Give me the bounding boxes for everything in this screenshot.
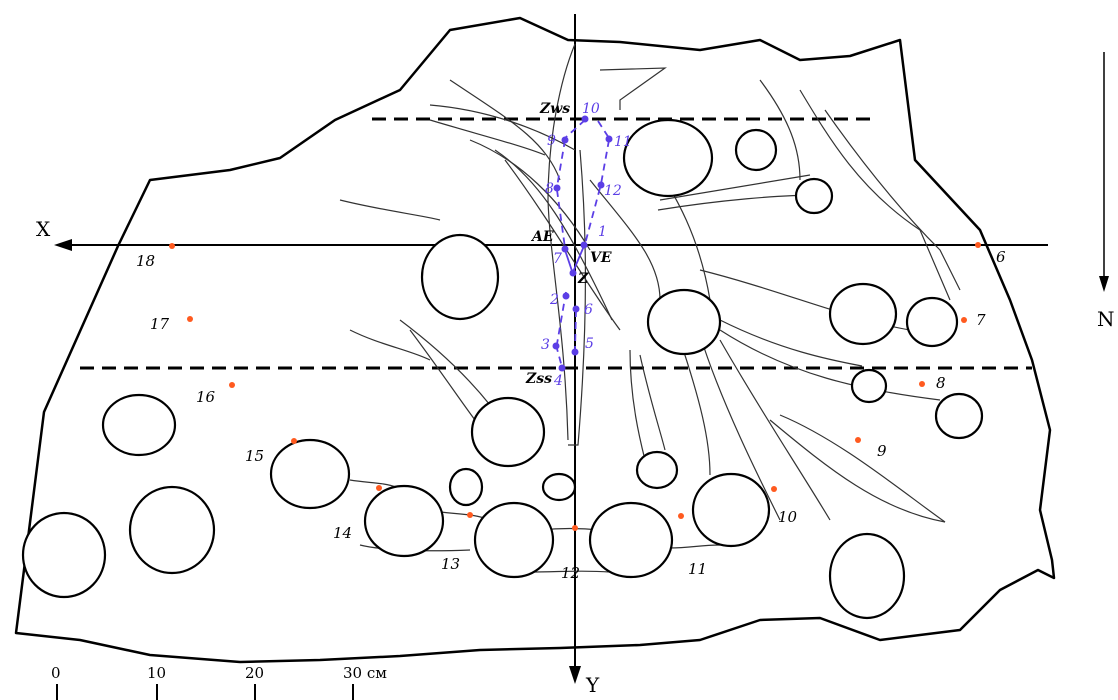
ve-label: VE: [590, 250, 612, 266]
center-number-labels: 1 2 3 4 5 6 7 8 9 10 11 12: [541, 101, 632, 389]
cup-mark: [646, 288, 722, 356]
x-axis-arrow: [54, 239, 72, 251]
center-point: [558, 364, 566, 372]
north-arrow-head: [1099, 276, 1109, 292]
perimeter-num-label: 8: [936, 374, 946, 392]
perimeter-num-label: 7: [976, 311, 986, 329]
center-num-label: 12: [604, 183, 622, 199]
center-num-label: 4: [553, 373, 563, 389]
cup-marks: [21, 118, 984, 620]
z-label: Z: [577, 271, 589, 287]
center-num-label: 8: [545, 181, 554, 197]
perimeter-num-label: 13: [441, 555, 460, 573]
cup-mark: [934, 392, 984, 440]
center-point: [581, 115, 589, 123]
cup-mark: [470, 396, 546, 468]
perimeter-point: [376, 485, 382, 491]
cup-mark: [363, 484, 445, 558]
cup-mark: [448, 467, 484, 507]
cup-mark: [128, 485, 216, 575]
perimeter-point: [291, 438, 297, 444]
scale-bar: [56, 684, 354, 700]
center-point: [597, 181, 605, 189]
perimeter-num-label: 18: [136, 252, 155, 270]
cup-mark: [101, 393, 177, 457]
perimeter-point: [975, 242, 981, 248]
cup-mark: [828, 532, 906, 620]
perimeter-num-label: 11: [688, 560, 707, 578]
perimeter-num-label: 15: [245, 447, 264, 465]
scale-label: 10: [147, 664, 166, 682]
perimeter-point: [961, 317, 967, 323]
cup-mark: [734, 128, 778, 172]
perimeter-point: [467, 512, 473, 518]
perimeter-point: [572, 525, 578, 531]
cup-mark: [635, 450, 679, 490]
center-point: [571, 348, 579, 356]
perimeter-num-label: 12: [561, 564, 580, 582]
stone-outline: [14, 16, 1056, 664]
zws-label: Zws: [539, 101, 570, 117]
perimeter-point: [771, 486, 777, 492]
perimeter-num-label: 9: [877, 442, 887, 460]
perimeter-point: [169, 243, 175, 249]
center-num-label: 3: [541, 337, 550, 353]
cup-mark: [541, 472, 577, 502]
y-axis-label: Y: [585, 673, 600, 697]
perimeter-num-label: 6: [996, 248, 1006, 266]
cup-mark: [850, 368, 888, 404]
center-point: [605, 135, 613, 143]
cup-mark: [622, 118, 714, 198]
center-point: [562, 292, 570, 300]
x-axis-label: X: [36, 217, 51, 241]
center-num-label: 2: [549, 292, 559, 308]
center-point: [569, 269, 577, 277]
cup-mark: [691, 472, 771, 548]
cup-mark: [21, 511, 107, 599]
center-num-label: 1: [598, 224, 607, 240]
perimeter-num-label: 14: [333, 524, 352, 542]
scale-label: 20: [245, 664, 264, 682]
perimeter-points: [169, 242, 981, 531]
scale-label: 0: [51, 664, 61, 682]
perimeter-point: [678, 513, 684, 519]
perimeter-num-label: 17: [150, 315, 170, 333]
center-points: [552, 115, 613, 372]
center-num-label: 9: [547, 133, 556, 149]
perimeter-point: [187, 316, 193, 322]
perimeter-point: [855, 437, 861, 443]
perimeter-num-label: 16: [196, 388, 216, 406]
cup-mark: [905, 296, 959, 348]
north-label: N: [1097, 307, 1115, 331]
perimeter-point: [229, 382, 235, 388]
center-num-label: 6: [584, 302, 593, 318]
center-num-label: 10: [582, 101, 600, 117]
center-point: [580, 241, 588, 249]
perimeter-number-labels: 6 7 8 9 10 11 12 13 14 15 16 17 18: [136, 248, 1006, 582]
cup-mark: [828, 282, 898, 346]
y-axis-arrow: [569, 666, 581, 684]
scale-label: 30 см: [343, 664, 387, 682]
cup-mark: [269, 438, 351, 510]
cup-mark: [420, 233, 500, 321]
center-point: [552, 342, 560, 350]
perimeter-num-label: 10: [778, 508, 798, 526]
cup-mark: [473, 501, 555, 579]
center-point: [561, 245, 569, 253]
center-point: [572, 305, 580, 313]
cup-mark: [794, 177, 834, 215]
perimeter-point: [919, 381, 925, 387]
center-num-label: 11: [614, 134, 632, 150]
cup-mark: [588, 501, 674, 579]
center-point: [561, 136, 569, 144]
ae-label: AE: [530, 229, 554, 245]
center-num-label: 7: [553, 251, 562, 267]
center-point: [553, 184, 561, 192]
center-num-label: 5: [585, 336, 594, 352]
zss-label: Zss: [525, 371, 552, 387]
